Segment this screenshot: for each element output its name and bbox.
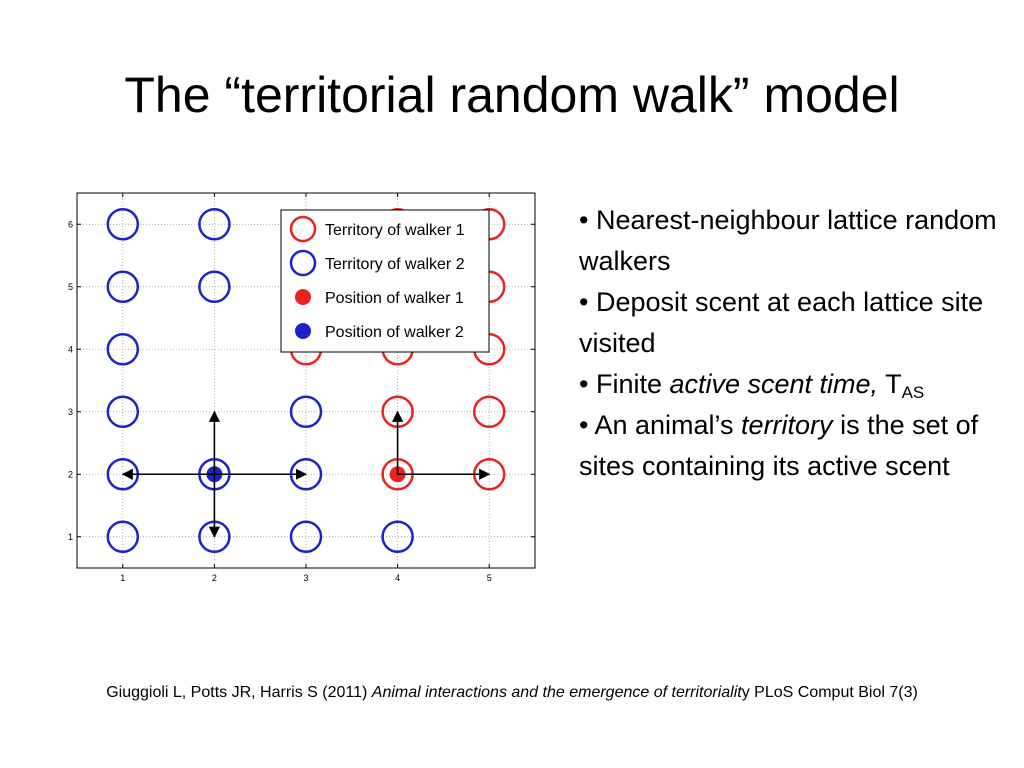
bullet-list: • Nearest-neighbour lattice random walke…	[579, 200, 999, 487]
data-point	[198, 208, 231, 241]
y-tick-label: 2	[68, 469, 73, 479]
legend-marker	[295, 289, 311, 305]
x-tick-label: 4	[395, 573, 400, 583]
legend-label: Position of walker 2	[325, 324, 464, 341]
bullet-item: • Nearest-neighbour lattice random walke…	[579, 205, 997, 276]
legend-label: Territory of walker 2	[325, 256, 465, 273]
y-tick-label: 3	[68, 407, 73, 417]
data-point	[106, 520, 140, 553]
move-arrows	[121, 410, 491, 538]
legend-marker	[289, 249, 317, 277]
bullet-item: • Finite active scent time, TAS	[579, 369, 925, 402]
data-point	[289, 395, 323, 428]
bullet-item: • Deposit scent at each lattice site vis…	[579, 287, 984, 358]
slide-title: The “territorial random walk” model	[124, 67, 900, 123]
bullet-item: • An animal’s territory is the set of si…	[579, 410, 979, 481]
axis-ticks: 1 2 3 4 5 1 2 3 4 5 6	[68, 193, 535, 583]
citation: Giuggioli L, Potts JR, Harris S (2011) A…	[106, 684, 918, 701]
data-point	[106, 270, 140, 303]
data-point	[289, 520, 323, 553]
legend-label: Territory of walker 1	[325, 222, 465, 239]
data-point	[106, 395, 140, 428]
x-tick-label: 1	[120, 573, 125, 583]
legend-box	[280, 209, 490, 353]
legend-marker	[295, 323, 311, 339]
y-tick-label: 4	[68, 344, 73, 354]
data-point	[106, 333, 140, 366]
y-tick-label: 6	[68, 219, 73, 229]
data-point	[381, 520, 414, 553]
data-point	[106, 208, 140, 241]
legend: Territory of walker 1 Territory of walker…	[280, 209, 490, 353]
x-tick-label: 3	[303, 573, 308, 583]
legend-label: Position of walker 1	[325, 290, 464, 307]
x-tick-label: 2	[212, 573, 217, 583]
y-tick-label: 5	[68, 282, 73, 292]
x-tick-label: 5	[487, 573, 492, 583]
data-point	[198, 270, 231, 303]
data-point	[472, 395, 506, 428]
legend-marker	[289, 215, 317, 243]
y-tick-label: 1	[68, 532, 73, 542]
